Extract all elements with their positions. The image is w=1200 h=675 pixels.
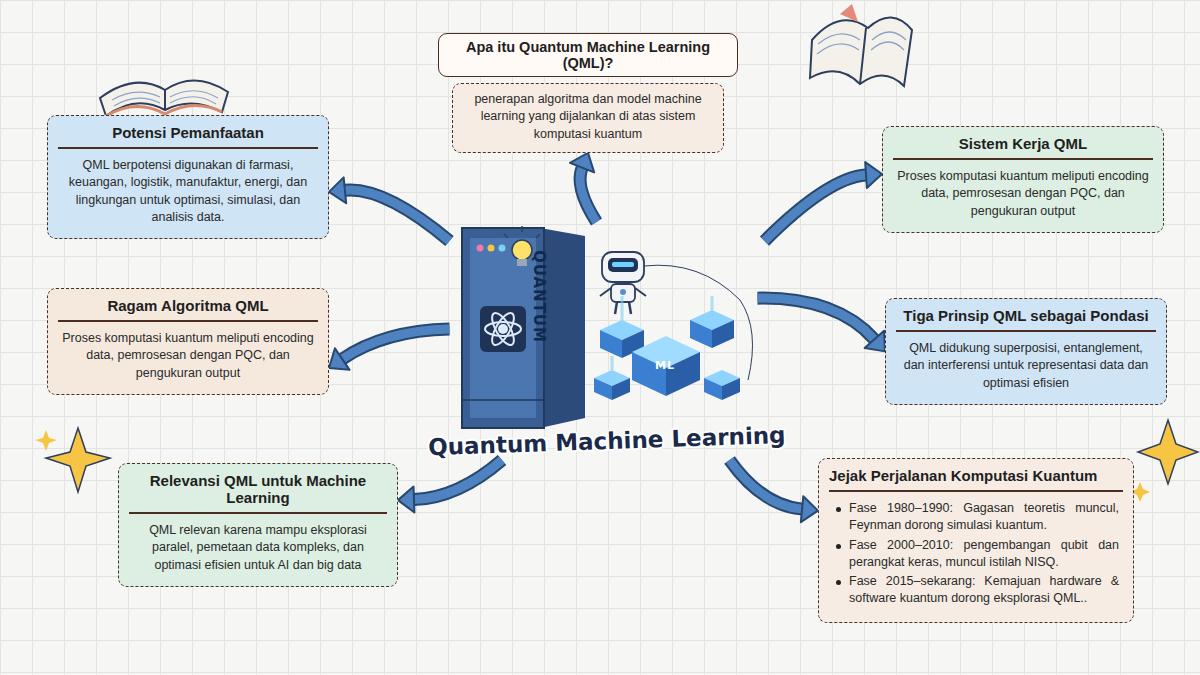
- box-heading: Potensi Pemanfaatan: [58, 124, 318, 149]
- robot: [600, 252, 753, 380]
- central-title: Quantum Machine Learning: [428, 422, 786, 460]
- box-body-panel: penerapan algoritma dan model machine le…: [452, 83, 724, 153]
- quantum-server: [462, 228, 585, 428]
- curved-arrow: [765, 162, 883, 241]
- illustration-label: ML: [655, 359, 675, 372]
- box-heading: Tiga Prinsip QML sebagai Pondasi: [896, 307, 1156, 332]
- arrow-outline: [758, 298, 875, 339]
- box-heading: Sistem Kerja QML: [893, 135, 1153, 160]
- topic-box: Relevansi QML untuk Machine LearningQML …: [118, 463, 398, 587]
- arrow-body: [414, 460, 502, 500]
- box-text: Proses komputasi kuantum meliputi encodi…: [897, 168, 1149, 220]
- curved-arrow: [758, 298, 886, 351]
- box-heading: Relevansi QML untuk Machine Learning: [129, 472, 387, 514]
- curved-arrow: [570, 153, 596, 222]
- arrow-outline: [730, 460, 803, 509]
- illustration-label: QUANTUM: [530, 250, 548, 343]
- box-text: QML didukung superposisi, entanglement, …: [900, 340, 1152, 392]
- data-cubes: [594, 296, 740, 400]
- arrow-outline: [580, 168, 596, 222]
- box-heading: Apa itu Quantum Machine Learning (QML)?: [438, 33, 738, 77]
- box-text: Proses komputasi kuantum meliputi encodi…: [62, 330, 314, 382]
- topic-box: Sistem Kerja QML Proses komputasi kuantum…: [882, 126, 1164, 233]
- topic-box: Ragam Algoritma QML Proses komputasi kuan…: [47, 288, 329, 395]
- box-text: QML berpotensi digunakan di farmasi, keu…: [62, 157, 314, 226]
- arrow-body: [758, 298, 875, 339]
- curved-arrow: [329, 177, 450, 241]
- book-icon: [810, 4, 912, 86]
- box-text: QML relevan karena mampu eksplorasi para…: [133, 522, 383, 574]
- central-topic: Quantum Machine Learning: [432, 222, 782, 460]
- arrow-body: [730, 460, 803, 509]
- arrow-outline: [342, 329, 449, 359]
- curved-arrow: [730, 460, 819, 522]
- bullet-dot: [836, 580, 841, 585]
- arrow-body: [765, 175, 867, 241]
- bullet-text: Fase 2015–sekarang: Kemajuan hardware & …: [849, 574, 1119, 605]
- topic-box: Apa itu Quantum Machine Learning (QML)? p…: [438, 33, 738, 153]
- bullet-dot: [836, 544, 841, 549]
- book-icon: [100, 80, 228, 116]
- arrow-head: [865, 331, 885, 352]
- topic-box: Tiga Prinsip QML sebagai PondasiQML didu…: [885, 298, 1167, 405]
- box-text: penerapan algoritma dan model machine le…: [465, 91, 711, 143]
- bullet-item: Fase 2000–2010: pengembangan qubit dan p…: [833, 537, 1119, 572]
- bullet-text: Fase 1980–1990: Gagasan teoretis muncul,…: [849, 501, 1119, 532]
- arrow-outline: [345, 190, 450, 241]
- box-heading: Ragam Algoritma QML: [58, 297, 318, 322]
- arrow-head: [398, 487, 414, 513]
- arrow-body: [345, 190, 450, 241]
- arrow-head: [329, 177, 346, 203]
- curved-arrow: [329, 329, 450, 370]
- arrow-head: [570, 153, 594, 173]
- topic-box: Jejak Perjalanan Komputasi KuantumFase 1…: [818, 458, 1134, 623]
- topic-box: Potensi PemanfaatanQML berpotensi diguna…: [47, 115, 329, 239]
- arrow-outline: [414, 460, 502, 500]
- bullet-item: Fase 2015–sekarang: Kemajuan hardware & …: [833, 573, 1119, 608]
- arrow-outline: [765, 175, 867, 241]
- curved-arrow: [398, 460, 502, 513]
- box-heading: Jejak Perjalanan Komputasi Kuantum: [829, 467, 1123, 492]
- arrow-head: [865, 162, 882, 188]
- bullet-dot: [836, 507, 841, 512]
- bullet-item: Fase 1980–1990: Gagasan teoretis muncul,…: [833, 500, 1119, 535]
- arrow-head: [329, 348, 350, 370]
- arrow-head: [801, 496, 818, 522]
- arrow-body: [342, 329, 449, 359]
- bullet-text: Fase 2000–2010: pengembangan qubit dan p…: [849, 538, 1119, 569]
- arrow-body: [580, 168, 596, 222]
